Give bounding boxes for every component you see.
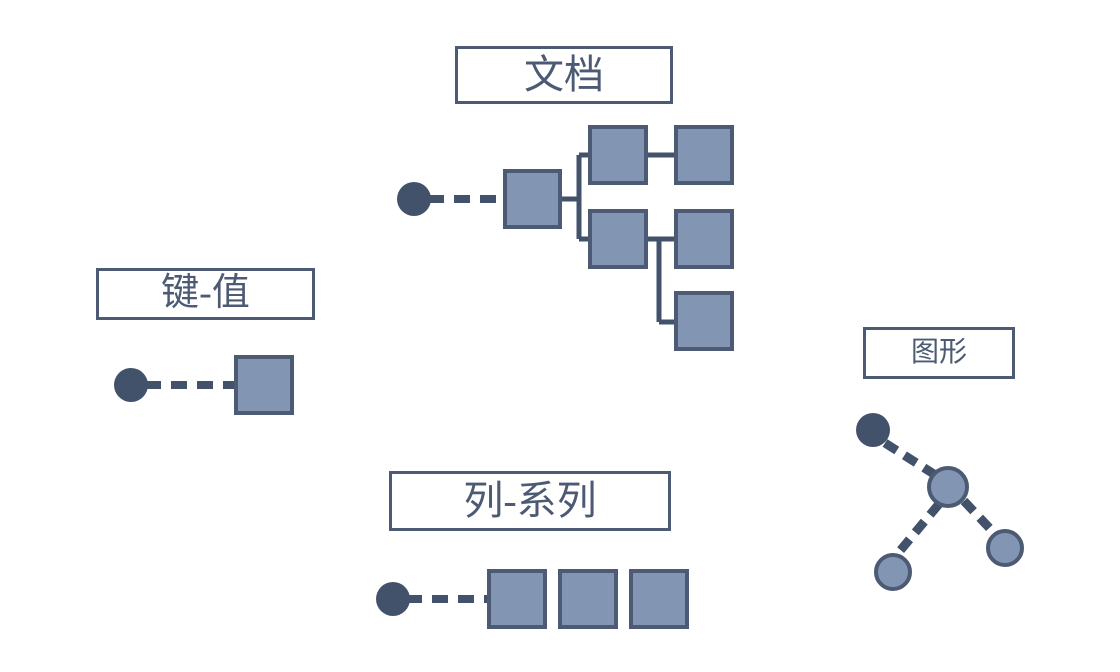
node-dark-circle-column-family [376, 582, 410, 616]
node-light-circle-graph-leaf-right [986, 529, 1024, 567]
diagram-key-value-model [114, 355, 294, 415]
label-text-graph: 图形 [910, 337, 967, 368]
box-key-value-value [234, 355, 294, 415]
diagram-column-family-model [376, 569, 689, 629]
label-box-key-value: 键-值 [96, 268, 315, 320]
box-document-child-2-right [674, 209, 734, 269]
graph-edge-center-leaf-left [895, 501, 943, 555]
diagram-graph-model [856, 413, 1024, 591]
graph-edge-root-center [882, 439, 940, 480]
node-dark-circle-document [397, 182, 431, 216]
label-box-graph: 图形 [863, 327, 1015, 379]
label-box-column-family: 列-系列 [389, 471, 671, 531]
box-document-child-2-below [674, 291, 734, 351]
label-box-document: 文档 [455, 46, 673, 104]
box-document-child-2 [588, 209, 648, 269]
box-document-child-1 [588, 125, 648, 185]
label-text-document: 文档 [524, 52, 604, 97]
box-document-child-1-right [674, 125, 734, 185]
box-document-root [503, 169, 562, 229]
graph-edge-center-leaf-right [960, 497, 1000, 539]
box-column-3 [629, 569, 689, 629]
box-column-2 [558, 569, 618, 629]
node-dark-circle-graph-root [856, 413, 890, 447]
label-text-key-value: 键-值 [161, 272, 250, 314]
label-text-column-family: 列-系列 [463, 478, 597, 523]
box-column-1 [487, 569, 547, 629]
node-dark-circle-key-value [114, 368, 148, 402]
diagram-document-model [397, 125, 734, 351]
node-light-circle-graph-leaf-left [874, 553, 912, 591]
node-light-circle-graph-center [927, 466, 969, 508]
